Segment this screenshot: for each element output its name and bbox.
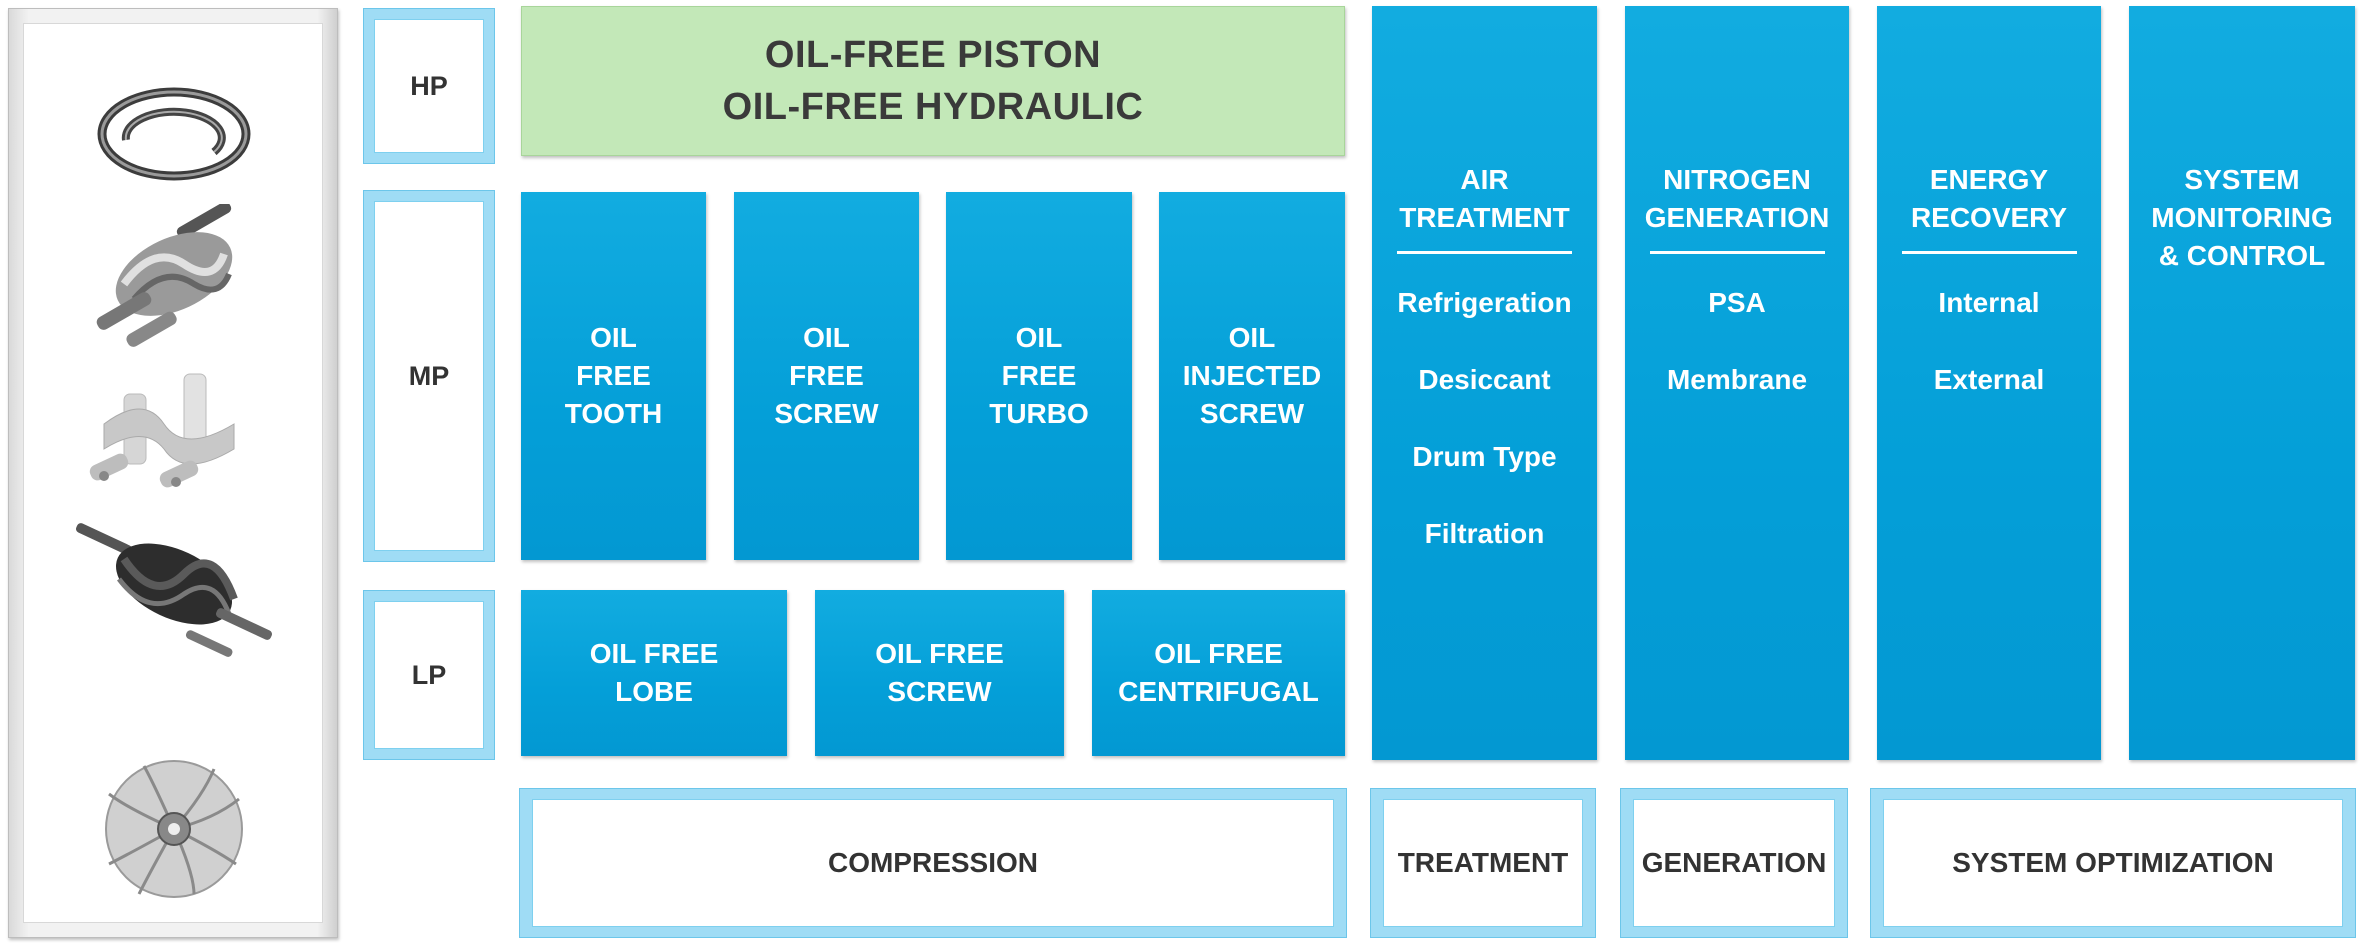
injected-screw-rotor-icon	[76, 523, 272, 657]
mp-box-line: OIL	[1228, 322, 1276, 353]
mp-box-line: OIL	[803, 322, 850, 353]
heading-line: TREATMENT	[1399, 202, 1570, 233]
treatment-item-desiccant: Desiccant	[1418, 364, 1551, 395]
heading-divider	[1649, 251, 1825, 254]
lp-box-line: LOBE	[615, 676, 693, 707]
heading-line: GENERATION	[1644, 202, 1830, 233]
lp-label: LP	[374, 601, 484, 749]
tooth-rotor-icon	[89, 373, 235, 488]
compression-category-box: COMPRESSION	[519, 788, 1347, 938]
mp-box-oil-injected-screw: OIL INJECTED SCREW	[1159, 192, 1345, 560]
air-treatment-column: AIR TREATMENT Refrigeration Desiccant Dr…	[1372, 6, 1597, 760]
mp-box-oil-free-screw: OIL FREE SCREW	[734, 192, 919, 560]
heading-line: & CONTROL	[2158, 240, 2326, 271]
hp-label: HP	[374, 19, 484, 153]
compression-label: COMPRESSION	[532, 799, 1334, 927]
mp-box-line: OIL	[1015, 322, 1063, 353]
recovery-item-internal: Internal	[1938, 287, 2040, 318]
heading-line: ENERGY	[1929, 164, 2049, 195]
nitrogen-generation-column: NITROGEN GENERATION PSA Membrane	[1625, 6, 1849, 760]
nitrogen-generation-heading: NITROGEN GENERATION	[1645, 161, 1830, 237]
mp-box-line: TOOTH	[564, 398, 663, 429]
treatment-category-box: TREATMENT	[1370, 788, 1596, 938]
energy-recovery-heading: ENERGY RECOVERY	[1911, 161, 2067, 237]
hp-line-1: OIL-FREE PISTON	[764, 34, 1102, 76]
heading-divider	[1397, 251, 1572, 254]
system-monitoring-column: SYSTEM MONITORING & CONTROL	[2129, 6, 2355, 760]
recovery-item-external: External	[1933, 364, 2045, 395]
mp-box-line: TURBO	[989, 398, 1089, 429]
mp-box-oil-free-tooth: OIL FREE TOOTH	[521, 192, 706, 560]
lp-box-line: OIL FREE	[1154, 638, 1283, 669]
hp-technology-box: OIL-FREE PISTON OIL-FREE HYDRAULIC	[521, 6, 1345, 156]
system-monitoring-heading: SYSTEM MONITORING & CONTROL	[2151, 161, 2332, 275]
air-treatment-heading: AIR TREATMENT	[1399, 161, 1570, 237]
heading-line: NITROGEN	[1663, 164, 1811, 195]
generation-item-membrane: Membrane	[1666, 364, 1808, 395]
piston-ring-icon	[97, 87, 251, 181]
heading-line: AIR	[1460, 164, 1509, 195]
lp-box-oil-free-lobe: OIL FREE LOBE	[521, 590, 787, 756]
screw-rotor-icon	[96, 204, 233, 347]
heading-line: RECOVERY	[1910, 202, 2068, 233]
mp-label-box: MP	[363, 190, 495, 562]
energy-recovery-column: ENERGY RECOVERY Internal External	[1877, 6, 2101, 760]
lp-box-line: SCREW	[887, 676, 992, 707]
lp-box-oil-free-centrifugal: OIL FREE CENTRIFUGAL	[1092, 590, 1345, 756]
lp-box-line: CENTRIFUGAL	[1118, 676, 1319, 707]
hp-line-2: OIL-FREE HYDRAULIC	[722, 86, 1144, 128]
mp-box-line: OIL	[590, 322, 637, 353]
mp-box-line: SCREW	[774, 398, 879, 429]
generation-item-psa: PSA	[1708, 287, 1766, 318]
heading-divider	[1901, 251, 2077, 254]
lp-box-line: OIL FREE	[589, 638, 719, 669]
treatment-label: TREATMENT	[1383, 799, 1583, 927]
mp-box-line: INJECTED	[1182, 360, 1322, 391]
mp-box-line: SCREW	[1199, 398, 1305, 429]
hp-label-box: HP	[363, 8, 495, 164]
lp-box-oil-free-screw: OIL FREE SCREW	[815, 590, 1064, 756]
lp-label-box: LP	[363, 590, 495, 760]
system-optimization-label: SYSTEM OPTIMIZATION	[1883, 799, 2343, 927]
compressor-parts-panel	[8, 8, 338, 938]
generation-category-box: GENERATION	[1620, 788, 1848, 938]
turbo-impeller-icon	[105, 760, 243, 898]
mp-box-line: FREE	[576, 360, 651, 391]
generation-label: GENERATION	[1633, 799, 1835, 927]
heading-line: SYSTEM	[2184, 164, 2300, 195]
treatment-item-filtration: Filtration	[1424, 518, 1545, 549]
lp-box-line: OIL FREE	[875, 638, 1004, 669]
mp-box-line: FREE	[789, 360, 864, 391]
treatment-item-drum-type: Drum Type	[1412, 441, 1557, 472]
mp-box-line: FREE	[1001, 360, 1077, 391]
heading-line: MONITORING	[2151, 202, 2333, 233]
mp-label: MP	[374, 201, 484, 551]
mp-box-oil-free-turbo: OIL FREE TURBO	[946, 192, 1132, 560]
treatment-item-refrigeration: Refrigeration	[1397, 287, 1572, 318]
system-optimization-category-box: SYSTEM OPTIMIZATION	[1870, 788, 2356, 938]
compressor-parts-frame	[23, 23, 323, 923]
